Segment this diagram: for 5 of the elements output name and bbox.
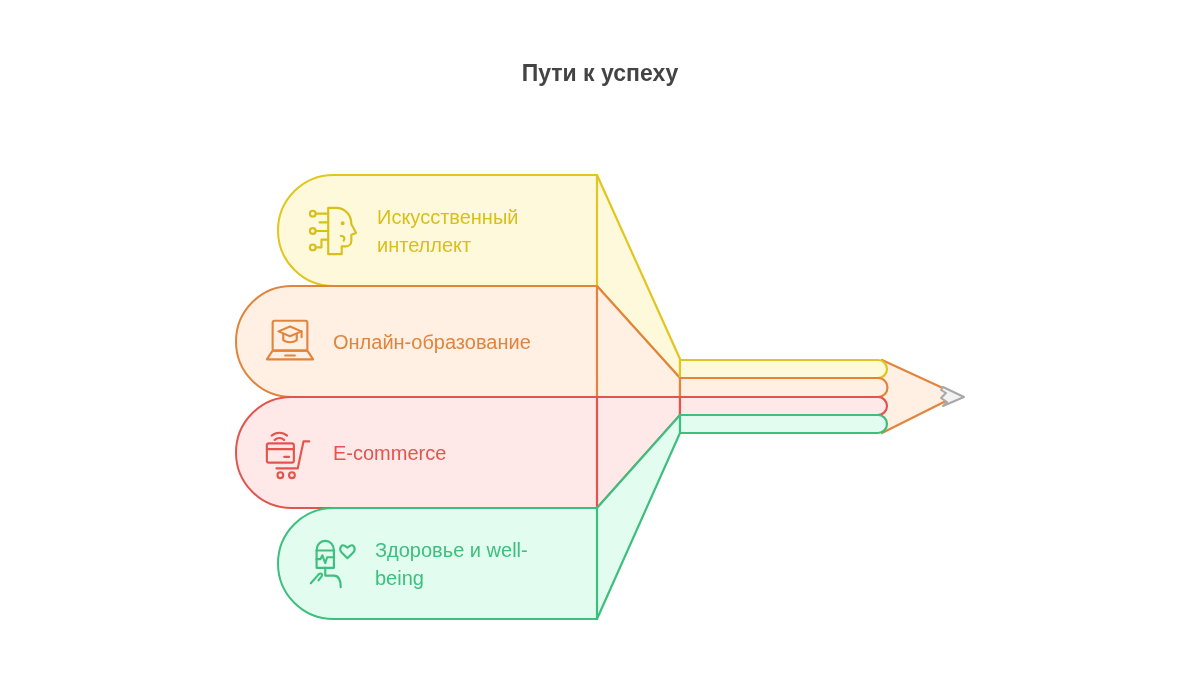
tab-label: Онлайн-образование: [333, 329, 532, 355]
tab-label: E-commerce: [333, 440, 448, 466]
tab-label: Искусственный интеллект: [377, 204, 520, 258]
tab-label: Здоровье и well-being: [375, 537, 529, 591]
diagram-title: Пути к успеху: [520, 59, 680, 88]
